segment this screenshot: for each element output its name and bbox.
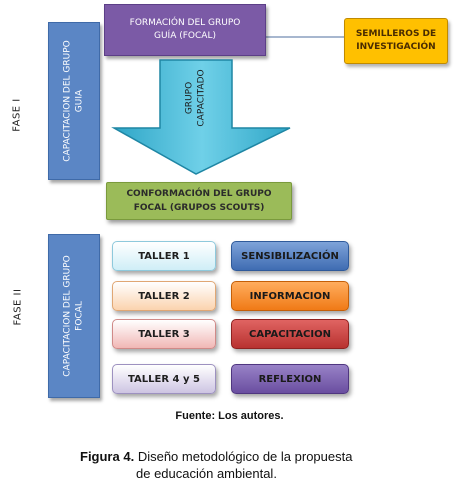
focal-group-conformation-box: CONFORMACIÓN DEL GRUPO FOCAL (GRUPOS SCO… — [106, 182, 292, 220]
workshop-3-box: TALLER 3 — [112, 319, 216, 349]
phase-2-label: FASE II — [12, 288, 24, 326]
workshop-1-box: TALLER 1 — [112, 241, 216, 271]
trained-group-arrow — [111, 59, 291, 175]
training-guide-group-text: CAPACITACION DEL GRUPO GUIA — [63, 40, 85, 162]
stage-sensitization-box: SENSIBILIZACIÓN — [231, 241, 349, 271]
trained-group-arrow-label: GRUPO CAPACITADO — [184, 69, 207, 127]
figure-caption-line-2: de educación ambiental. — [136, 466, 277, 481]
stage-information-box: INFORMACION — [231, 281, 349, 311]
guide-group-formation-box: FORMACIÓN DEL GRUPO GUÍA (FOCAL) — [104, 4, 266, 56]
training-guide-group-panel — [48, 22, 100, 180]
workshop-4-5-box: TALLER 4 y 5 — [112, 364, 216, 394]
figure-label: Figura 4. — [80, 449, 135, 464]
workshop-2-box: TALLER 2 — [112, 281, 216, 311]
research-seedbeds-box: SEMILLEROS DE INVESTIGACIÓN — [344, 18, 448, 64]
training-focal-group-text: CAPACITACION DEL GRUPO FOCAL — [63, 255, 85, 377]
training-focal-group-panel — [48, 234, 100, 398]
stage-training-box: CAPACITACION — [231, 319, 349, 349]
phase-1-label: FASE I — [12, 98, 23, 132]
figure-caption: Figura 4. Diseño metodológico de la prop… — [80, 448, 410, 482]
figure-caption-line-1: Diseño metodológico de la propuesta — [137, 449, 353, 464]
stage-reflection-box: REFLEXION — [231, 364, 349, 394]
source-note: Fuente: Los autores. — [175, 410, 284, 422]
